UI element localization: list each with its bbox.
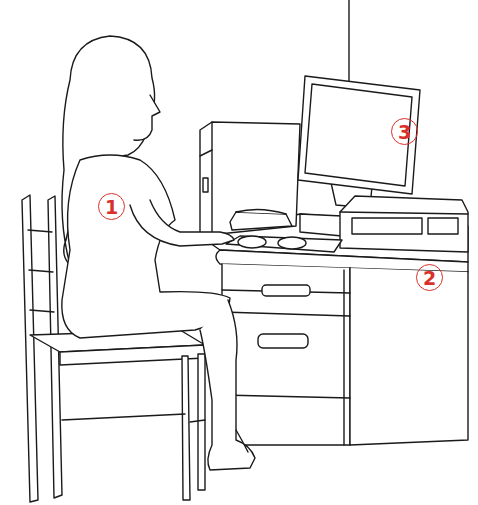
telephone	[230, 209, 292, 230]
callout-number: 1	[98, 193, 125, 220]
keyboard-mouse	[226, 236, 342, 252]
callout-number: 3	[391, 118, 418, 145]
tower-computer	[200, 122, 300, 236]
seated-woman	[62, 36, 255, 470]
callout-number: 2	[416, 264, 443, 291]
monitor	[298, 76, 420, 208]
